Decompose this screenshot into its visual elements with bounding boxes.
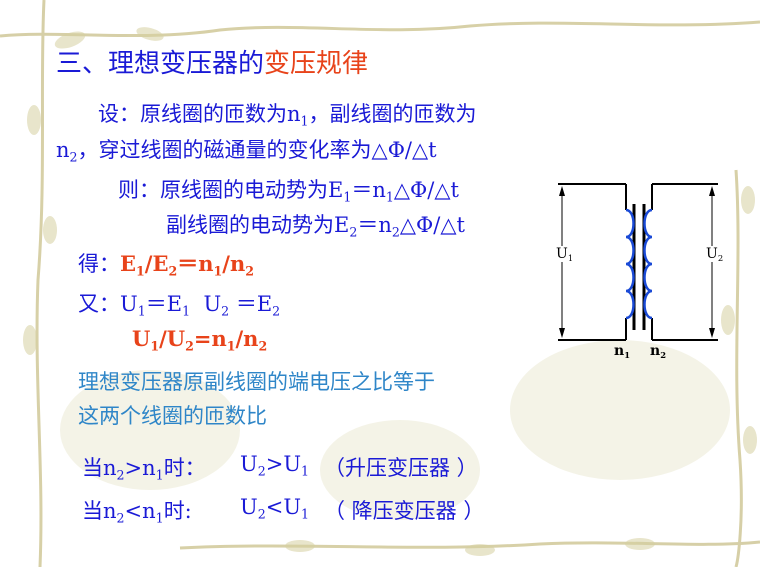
- step-down-note: （ 降压变压器 ）: [324, 499, 485, 523]
- primary-emf-line: 则：原线圈的电动势为E1＝n1△Φ/△t: [118, 178, 459, 205]
- n1-label: n1: [614, 343, 631, 360]
- n2-label: n2: [650, 343, 667, 360]
- result-line: 得：E1/E2＝n1/n2: [78, 251, 254, 279]
- page-title: 三、理想变压器的变压规律: [56, 49, 369, 79]
- step-up-note: （升压变压器 ）: [324, 456, 478, 480]
- step-down-case: 当n2<n1时:: [82, 499, 192, 526]
- secondary-emf-line: 副线圈的电动势为E2＝n2△Φ/△t: [166, 213, 465, 240]
- conclusion-line-1: 理想变压器原副线圈的端电压之比等于: [78, 370, 435, 394]
- u1-label: U1: [555, 246, 575, 263]
- also-line: 又：U1＝E1 U2 ＝E2: [78, 292, 281, 319]
- voltage-ratio-formula: U1/U2=n1/n2: [132, 326, 268, 354]
- step-down-result: U2<U1: [240, 495, 310, 522]
- u2-label: U2: [705, 246, 725, 263]
- step-up-result: U2>U1: [240, 452, 310, 479]
- transformer-diagram: [558, 183, 718, 341]
- conclusion-line-2: 这两个线圈的匝数比: [78, 404, 267, 428]
- step-up-case: 当n2>n1时：: [82, 456, 206, 483]
- intro-line-1: 设：原线圈的匝数为n1，副线圈的匝数为: [98, 102, 477, 129]
- intro-line-2: n2，穿过线圈的磁通量的变化率为△Φ/△t: [56, 138, 437, 165]
